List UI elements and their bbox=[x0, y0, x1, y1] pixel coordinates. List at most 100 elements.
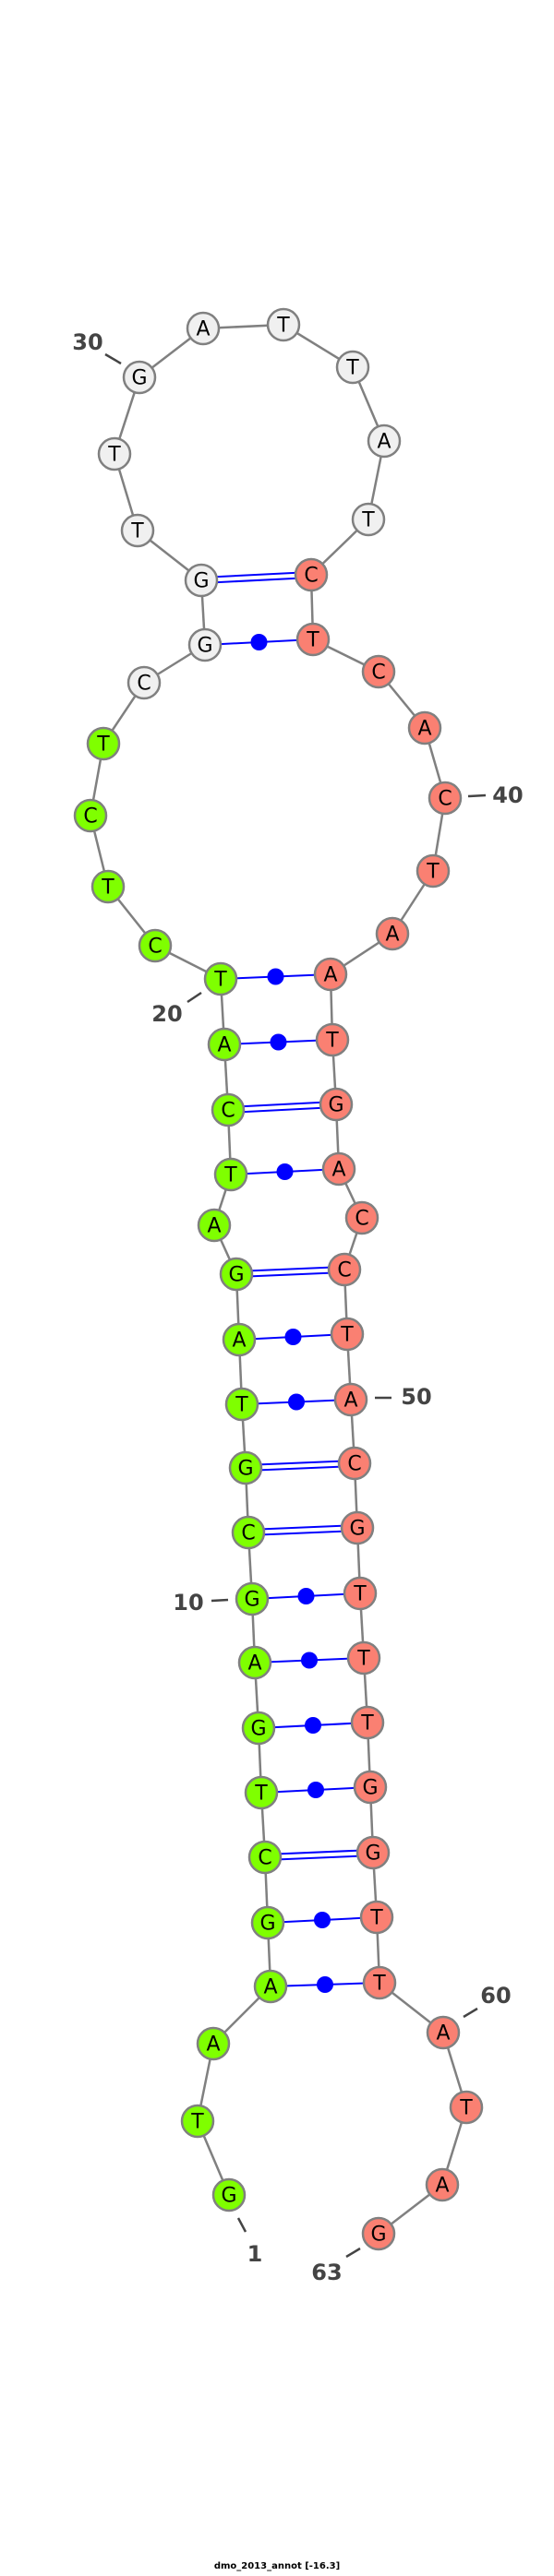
nucleotide-circle bbox=[197, 1208, 232, 1243]
nucleotide-59: T bbox=[362, 1965, 397, 2000]
nucleotide-circle bbox=[344, 1200, 379, 1235]
nucleotide-circle bbox=[351, 502, 386, 537]
pair-dot bbox=[267, 968, 284, 985]
nucleotide-letter: A bbox=[207, 1215, 221, 1238]
nucleotide-circle bbox=[97, 436, 132, 471]
nucleotide-circle bbox=[353, 1770, 388, 1805]
nucleotide-47: C bbox=[344, 1200, 379, 1235]
nucleotide-letter: G bbox=[228, 1264, 244, 1287]
nucleotide-circle bbox=[237, 1645, 272, 1680]
nucleotide-letter: A bbox=[331, 1159, 345, 1182]
label-text: 30 bbox=[72, 329, 102, 355]
nucleotide-circle bbox=[247, 1840, 283, 1875]
label-text: 20 bbox=[151, 1001, 182, 1027]
nucleotide-letter: A bbox=[232, 1330, 246, 1353]
number-label-20: 20 bbox=[151, 991, 202, 1027]
nucleotide-58: T bbox=[359, 1900, 394, 1935]
nucleotide-letter: G bbox=[221, 2185, 236, 2208]
label-text: 40 bbox=[492, 782, 523, 808]
nucleotide-61: T bbox=[449, 2090, 484, 2125]
nucleotide-26: G bbox=[187, 627, 223, 662]
nucleotide-circle bbox=[228, 1450, 263, 1485]
nucleotide-letter: A bbox=[206, 2033, 220, 2057]
nucleotide-34: A bbox=[367, 423, 402, 459]
nucleotide-circle bbox=[224, 1387, 259, 1422]
nucleotide-circle bbox=[294, 557, 329, 592]
nucleotide-45: G bbox=[319, 1087, 354, 1122]
nucleotide-letter: C bbox=[137, 673, 151, 696]
pair-line bbox=[228, 1105, 337, 1114]
number-label-30: 30 bbox=[72, 329, 122, 365]
nucleotide-letter: T bbox=[306, 629, 319, 652]
nucleotide-circle bbox=[187, 627, 223, 662]
nucleotide-13: T bbox=[224, 1387, 259, 1422]
base-pair bbox=[227, 1101, 337, 1114]
nucleotide-circle bbox=[340, 1510, 375, 1545]
label-tick bbox=[187, 991, 202, 1004]
pair-dot bbox=[314, 1912, 331, 1928]
nucleotide-letter: T bbox=[235, 1394, 248, 1417]
nucleotide-15: G bbox=[219, 1257, 254, 1292]
nucleotide-letter: G bbox=[250, 1718, 266, 1741]
nucleotide-41: T bbox=[416, 853, 451, 888]
label-tick bbox=[104, 352, 122, 365]
nucleotide-letter: T bbox=[325, 1030, 339, 1053]
nucleotide-circle bbox=[126, 665, 162, 700]
nucleotide-circle bbox=[253, 1969, 288, 2004]
nucleotide-circle bbox=[428, 781, 463, 816]
nucleotide-letter: T bbox=[426, 861, 440, 884]
base-pair bbox=[254, 1652, 365, 1669]
base-pair bbox=[241, 1393, 352, 1411]
nucleotide-circle bbox=[361, 2216, 396, 2251]
label-text: 1 bbox=[247, 2241, 263, 2267]
label-tick bbox=[463, 2007, 478, 2019]
pair-line bbox=[235, 1266, 344, 1273]
nucleotide-circle bbox=[120, 513, 155, 548]
nucleotide-circle bbox=[196, 2026, 231, 2061]
nucleotide-40: C bbox=[428, 781, 463, 816]
nucleotide-60: A bbox=[426, 2015, 461, 2050]
nucleotide-circle bbox=[361, 654, 396, 689]
nucleotide-33: T bbox=[335, 350, 370, 385]
nucleotide-letter: T bbox=[190, 2111, 204, 2134]
nucleotide-28: T bbox=[120, 513, 155, 548]
nucleotide-circle bbox=[319, 1087, 354, 1122]
label-text: 60 bbox=[480, 1983, 511, 2009]
label-tick bbox=[345, 2247, 361, 2259]
nucleotide-circle bbox=[231, 1515, 266, 1550]
nucleotide-circle bbox=[416, 853, 451, 888]
pair-dot bbox=[250, 634, 268, 650]
nucleotide-letter: C bbox=[371, 662, 385, 685]
nucleotide-letter: A bbox=[343, 1389, 357, 1413]
pair-line bbox=[248, 1529, 358, 1536]
nucleotide-letter: C bbox=[438, 788, 452, 811]
label-text: 63 bbox=[311, 2260, 342, 2285]
pair-line bbox=[201, 576, 312, 584]
nucleotide-circle bbox=[295, 622, 331, 657]
nucleotide-36: C bbox=[294, 557, 329, 592]
nucleotide-circle bbox=[407, 710, 442, 745]
nucleotide-letter: G bbox=[197, 635, 212, 658]
number-label-40: 40 bbox=[467, 782, 524, 808]
nucleotide-circle bbox=[425, 2167, 460, 2202]
nucleotide-letter: A bbox=[196, 318, 210, 341]
nucleotide-27: G bbox=[184, 563, 219, 598]
nucleotide-circle bbox=[122, 360, 157, 395]
nucleotide-57: G bbox=[355, 1835, 391, 1870]
nucleotide-letter: C bbox=[355, 1208, 368, 1231]
nucleotide-letter: G bbox=[131, 367, 147, 390]
nucleotide-letter: T bbox=[254, 1783, 268, 1806]
nucleotide-circle bbox=[250, 1905, 285, 1940]
nucleotide-3: A bbox=[196, 2026, 231, 2061]
nucleotide-letter: A bbox=[323, 964, 337, 987]
nucleotide-letter: A bbox=[436, 2022, 450, 2045]
nucleotide-48: C bbox=[327, 1252, 362, 1287]
base-pair bbox=[251, 1588, 361, 1604]
base-pair bbox=[247, 1524, 358, 1536]
nucleotide-44: T bbox=[315, 1022, 350, 1057]
base-pair bbox=[223, 1033, 333, 1051]
nucleotide-letter: T bbox=[276, 315, 290, 338]
